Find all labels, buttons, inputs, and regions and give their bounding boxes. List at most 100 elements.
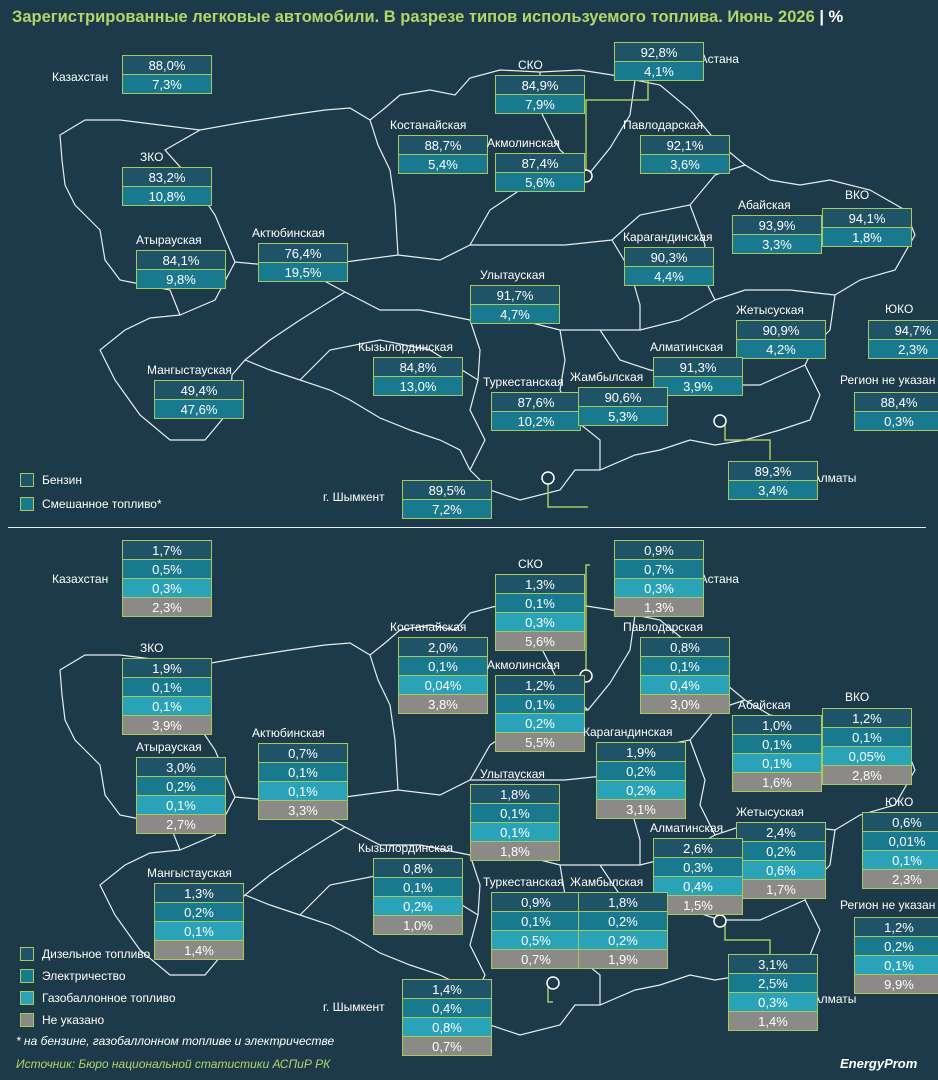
region-values-г-шымкент: 1,4%0,4%0,8%0,7% bbox=[402, 979, 492, 1056]
region-label-улытауская: Улытауская bbox=[480, 268, 545, 282]
value-газобаллонное-топливо: 0,8% bbox=[402, 1017, 492, 1037]
region-values-ско: 1,3%0,1%0,3%5,6% bbox=[495, 574, 585, 651]
title-unit: | % bbox=[819, 8, 844, 26]
value-электричество: 0,1% bbox=[495, 694, 585, 714]
value-бензин: 88,7% bbox=[398, 135, 488, 155]
region-values-казахстан: 1,7%0,5%0,3%2,3% bbox=[122, 540, 212, 617]
region-values-зко: 83,2%10,8% bbox=[122, 167, 212, 206]
value-электричество: 0,1% bbox=[491, 911, 581, 931]
value-дизельное-топливо: 1,7% bbox=[122, 540, 212, 560]
region-label-улытауская: Улытауская bbox=[480, 767, 545, 781]
value-бензин: 76,4% bbox=[258, 243, 348, 263]
panel-divider bbox=[8, 527, 926, 528]
legend-item-gas: Газобаллонное топливо bbox=[20, 991, 176, 1005]
region-values-улытауская: 91,7%4,7% bbox=[470, 285, 560, 324]
value-газобаллонное-топливо: 0,4% bbox=[640, 675, 730, 695]
value-бензин: 94,1% bbox=[822, 208, 912, 228]
region-label-регион-не-указан: Регион не указан bbox=[840, 898, 936, 912]
region-values-зко: 1,9%0,1%0,1%3,9% bbox=[122, 658, 212, 735]
region-label-павлодарская: Павлодарская bbox=[623, 118, 703, 132]
value-смешанное-топливо: 3,4% bbox=[728, 480, 818, 500]
region-values-павлодарская: 0,8%0,1%0,4%3,0% bbox=[640, 637, 730, 714]
region-label-костанайская: Костанайская bbox=[390, 620, 467, 634]
legend-swatch bbox=[20, 1013, 34, 1027]
value-газобаллонное-топливо: 0,1% bbox=[122, 696, 212, 716]
region-values-мангыстауская: 1,3%0,2%0,1%1,4% bbox=[154, 883, 244, 960]
value-не-указано: 0,7% bbox=[491, 949, 581, 969]
value-дизельное-топливо: 0,8% bbox=[640, 637, 730, 657]
value-не-указано: 3,1% bbox=[596, 799, 686, 819]
value-не-указано: 3,0% bbox=[640, 694, 730, 714]
value-газобаллонное-топливо: 0,3% bbox=[122, 578, 212, 598]
value-газобаллонное-топливо: 0,3% bbox=[614, 578, 704, 598]
value-газобаллонное-топливо: 0,05% bbox=[822, 746, 912, 766]
region-label-регион-не-указан: Регион не указан bbox=[840, 373, 936, 387]
value-смешанное-топливо: 1,8% bbox=[822, 227, 912, 247]
region-values-алматинская: 91,3%3,9% bbox=[653, 357, 743, 396]
region-values-г-шымкент: 89,5%7,2% bbox=[402, 480, 492, 519]
value-не-указано: 0,7% bbox=[402, 1036, 492, 1056]
region-label-актюбинская: Актюбинская bbox=[252, 726, 325, 740]
footnote: * на бензине, газобаллонном топливе и эл… bbox=[16, 1034, 335, 1048]
value-не-указано: 1,8% bbox=[470, 841, 560, 861]
value-смешанное-топливо: 4,7% bbox=[470, 304, 560, 324]
value-электричество: 0,3% bbox=[653, 857, 743, 877]
value-не-указано: 1,5% bbox=[653, 895, 743, 915]
source-note: Источник: Бюро национальной статистики А… bbox=[16, 1057, 331, 1071]
value-газобаллонное-топливо: 0,04% bbox=[398, 675, 488, 695]
value-газобаллонное-топливо: 0,3% bbox=[728, 992, 818, 1012]
region-values-г-астана: 0,9%0,7%0,3%1,3% bbox=[614, 540, 704, 617]
value-смешанное-топливо: 13,0% bbox=[373, 376, 463, 396]
value-не-указано: 2,3% bbox=[122, 597, 212, 617]
region-label-туркестанская: Туркестанская bbox=[483, 375, 564, 389]
value-электричество: 0,7% bbox=[614, 559, 704, 579]
value-бензин: 84,1% bbox=[136, 250, 226, 270]
region-values-атырауская: 3,0%0,2%0,1%2,7% bbox=[136, 757, 226, 834]
value-бензин: 92,8% bbox=[614, 42, 704, 62]
value-газобаллонное-топливо: 0,2% bbox=[373, 896, 463, 916]
region-values-актюбинская: 76,4%19,5% bbox=[258, 243, 348, 282]
value-не-указано: 1,0% bbox=[373, 915, 463, 935]
region-values-юко: 94,7%2,3% bbox=[868, 320, 938, 359]
value-бензин: 92,1% bbox=[640, 135, 730, 155]
value-бензин: 83,2% bbox=[122, 167, 212, 187]
region-values-жетысуская: 90,9%4,2% bbox=[736, 320, 826, 359]
value-не-указано: 5,5% bbox=[495, 732, 585, 752]
value-дизельное-топливо: 1,8% bbox=[578, 892, 668, 912]
value-смешанное-топливо: 3,9% bbox=[653, 376, 743, 396]
value-не-указано: 3,3% bbox=[258, 800, 348, 820]
value-электричество: 0,1% bbox=[398, 656, 488, 676]
value-не-указано: 9,9% bbox=[854, 974, 938, 994]
region-values-юко: 0,6%0,01%0,1%2,3% bbox=[862, 812, 938, 889]
value-газобаллонное-топливо: 0,2% bbox=[578, 930, 668, 950]
value-не-указано: 2,8% bbox=[822, 765, 912, 785]
region-label-костанайская: Костанайская bbox=[390, 118, 467, 132]
region-label-карагандинская: Карагандинская bbox=[623, 230, 713, 244]
region-label-юко: ЮКО bbox=[885, 795, 914, 809]
region-values-вко: 94,1%1,8% bbox=[822, 208, 912, 247]
value-электричество: 0,1% bbox=[122, 677, 212, 697]
value-бензин: 89,3% bbox=[728, 461, 818, 481]
region-values-регион-не-указан: 1,2%0,2%0,1%9,9% bbox=[854, 917, 938, 994]
value-смешанное-топливо: 7,2% bbox=[402, 499, 492, 519]
legend-item-mixed: Смешанное топливо* bbox=[20, 497, 162, 511]
value-электричество: 0,2% bbox=[154, 902, 244, 922]
region-values-алматинская: 2,6%0,3%0,4%1,5% bbox=[653, 838, 743, 915]
region-label-абайская: Абайская bbox=[738, 198, 791, 212]
region-values-абайская: 1,0%0,1%0,1%1,6% bbox=[732, 715, 822, 792]
value-дизельное-топливо: 2,0% bbox=[398, 637, 488, 657]
value-электричество: 0,2% bbox=[136, 776, 226, 796]
region-values-казахстан: 88,0%7,3% bbox=[122, 55, 212, 94]
value-бензин: 94,7% bbox=[868, 320, 938, 340]
value-дизельное-топливо: 1,2% bbox=[854, 917, 938, 937]
region-values-туркестанская: 0,9%0,1%0,5%0,7% bbox=[491, 892, 581, 969]
value-газобаллонное-топливо: 0,5% bbox=[491, 930, 581, 950]
value-дизельное-топливо: 1,9% bbox=[122, 658, 212, 678]
value-не-указано: 1,7% bbox=[736, 879, 826, 899]
value-не-указано: 1,4% bbox=[154, 940, 244, 960]
legend-item-diesel: Дизельное топливо bbox=[20, 947, 150, 961]
value-смешанное-топливо: 3,3% bbox=[732, 234, 822, 254]
value-дизельное-топливо: 0,6% bbox=[862, 812, 938, 832]
value-смешанное-топливо: 5,4% bbox=[398, 154, 488, 174]
region-values-абайская: 93,9%3,3% bbox=[732, 215, 822, 254]
